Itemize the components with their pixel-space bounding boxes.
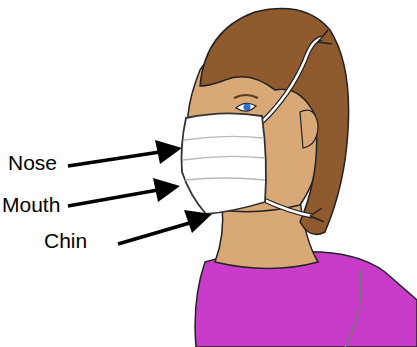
surgical-mask [182, 113, 267, 214]
part-label: Nose [8, 152, 57, 173]
iris [243, 103, 250, 110]
eye [236, 103, 256, 111]
mask-pleats [183, 136, 265, 180]
shirt-fold [345, 270, 361, 347]
part-label: Chin [44, 230, 87, 251]
mask-ties [262, 30, 332, 222]
eyebrow [234, 95, 258, 98]
leader-arrows [68, 140, 212, 244]
ear [300, 110, 318, 148]
part-label: Mouth [2, 194, 60, 215]
